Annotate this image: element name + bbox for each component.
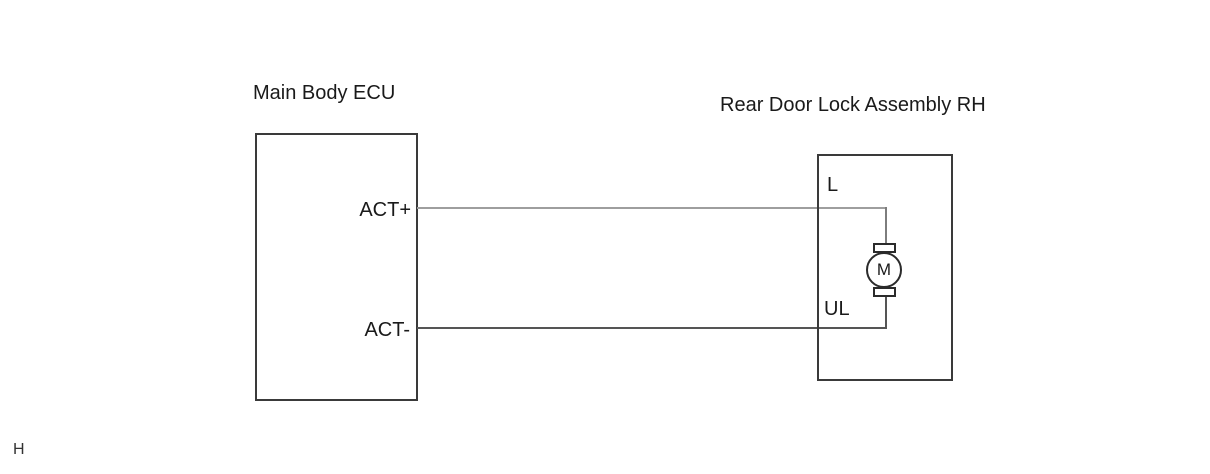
right-component-title: Rear Door Lock Assembly RH bbox=[720, 94, 986, 116]
motor-icon: M bbox=[866, 252, 902, 288]
main-body-ecu-box bbox=[255, 133, 418, 401]
left-component-title: Main Body ECU bbox=[253, 82, 396, 104]
wire-act-minus-horizontal bbox=[417, 327, 887, 329]
wire-act-minus-riser bbox=[885, 295, 887, 329]
rear-door-lock-assembly-box bbox=[817, 154, 953, 381]
pin-label-ul: UL bbox=[824, 298, 850, 320]
motor-label: M bbox=[876, 260, 892, 279]
page-code-label: H bbox=[13, 441, 25, 458]
pin-label-l: L bbox=[827, 174, 839, 196]
wire-act-plus-drop bbox=[885, 207, 887, 245]
pin-label-act-plus: ACT+ bbox=[359, 199, 411, 221]
wire-act-plus-horizontal bbox=[417, 207, 887, 209]
motor-terminal-bottom bbox=[873, 287, 896, 297]
pin-label-act-minus: ACT- bbox=[364, 319, 410, 341]
